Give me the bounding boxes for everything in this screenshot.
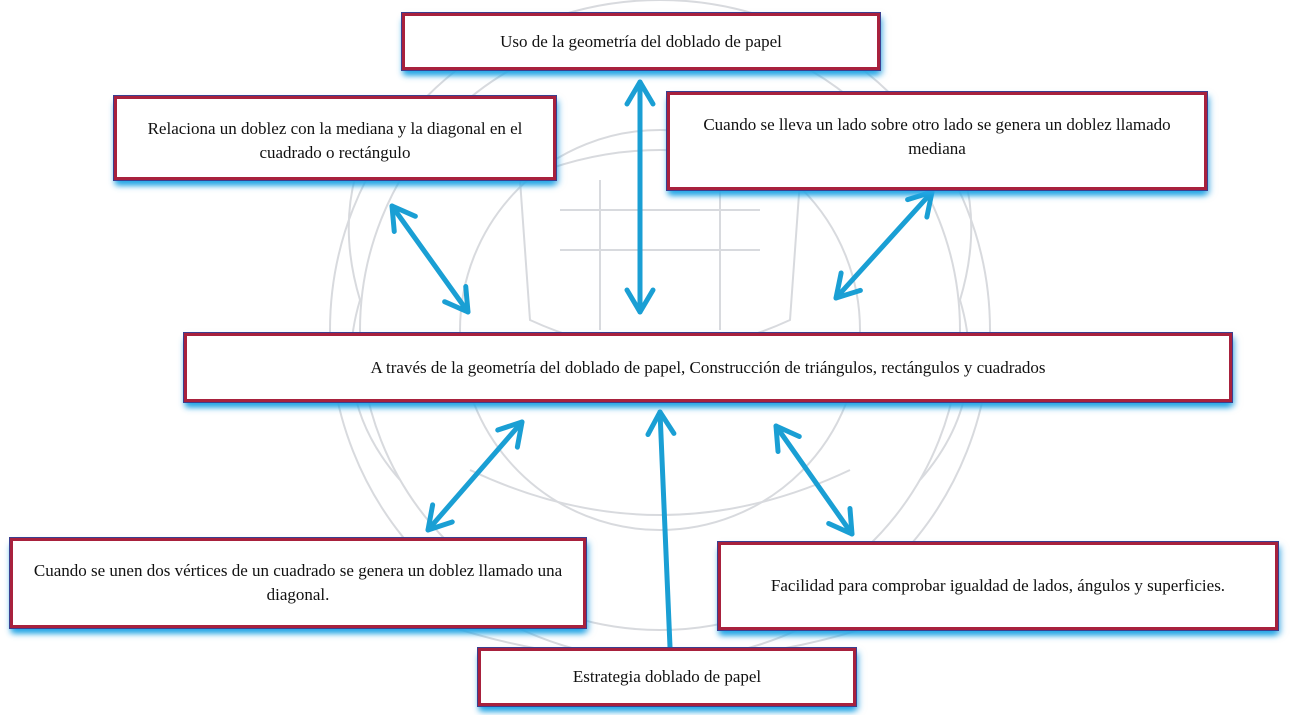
arrow-top-to-center: [624, 79, 656, 315]
node-bottom: Estrategia doblado de papel: [477, 647, 857, 707]
node-top-left-text: Relaciona un doblez con la mediana y la …: [147, 119, 523, 162]
node-center-text: A través de la geometría del doblado de …: [370, 357, 1046, 377]
arrow-top-right-to-center: [833, 189, 935, 301]
node-top: Uso de la geometría del doblado de papel: [401, 12, 881, 71]
node-bottom-text: Estrategia doblado de papel: [572, 667, 762, 686]
arrow-top-left-to-center: [389, 203, 471, 315]
node-top-left: Relaciona un doblez con la mediana y la …: [113, 95, 557, 181]
node-bottom-left: Cuando se unen dos vértices de un cuadra…: [9, 537, 587, 629]
node-bottom-right-text: Facilidad para comprobar igualdad de lad…: [770, 576, 1226, 595]
arrow-center-to-bottom-left: [425, 419, 525, 533]
arrow-center-to-bottom-right: [773, 423, 855, 537]
node-top-right: Cuando se lleva un lado sobre otro lado …: [666, 91, 1208, 191]
node-top-text: Uso de la geometría del doblado de papel: [500, 31, 782, 51]
node-bottom-right: Facilidad para comprobar igualdad de lad…: [717, 541, 1279, 631]
node-center: A través de la geometría del doblado de …: [183, 332, 1233, 403]
node-top-right-text: Cuando se lleva un lado sobre otro lado …: [703, 115, 1171, 158]
node-bottom-left-text: Cuando se unen dos vértices de un cuadra…: [33, 561, 563, 604]
